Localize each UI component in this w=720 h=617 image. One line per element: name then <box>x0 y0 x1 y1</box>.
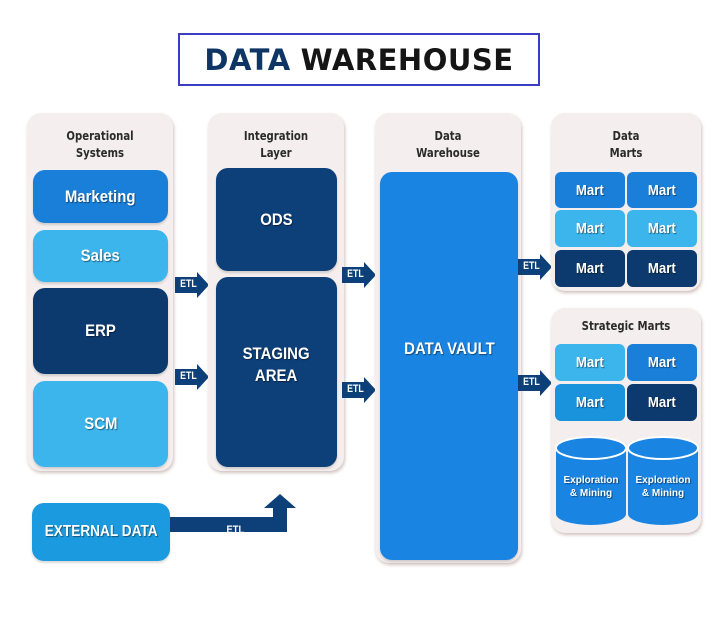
heading-line: Systems <box>75 145 125 160</box>
cylinder-label: Exploration & Mining <box>555 474 627 500</box>
ods-label: ODS <box>260 209 293 229</box>
elbow-arrow-shape <box>170 494 296 532</box>
mart-label: Mart <box>576 394 604 411</box>
strategic-mart[interactable]: Mart <box>627 344 697 381</box>
etl-arrow-3 <box>342 262 376 288</box>
mart-label: Mart <box>576 260 604 277</box>
source-label: Sales <box>80 246 121 265</box>
operational-systems-heading: Operational Systems <box>34 127 165 161</box>
etl-arrow-5 <box>518 254 552 280</box>
heading-line: Operational <box>66 128 134 143</box>
heading-line: Layer <box>260 145 292 160</box>
title-warehouse: WAREHOUSE <box>300 42 514 77</box>
strategic-marts-panel: Strategic Marts Mart Mart Mart Mart Expl… <box>551 308 701 533</box>
etl-arrow-4 <box>342 377 376 403</box>
mart-label: Mart <box>648 354 676 371</box>
source-label: ERP <box>85 321 116 340</box>
data-mart[interactable]: Mart <box>627 172 697 208</box>
cylinder-label: Exploration & Mining <box>627 474 699 500</box>
arrow-icon <box>518 370 552 396</box>
data-marts-heading: Data Marts <box>559 127 694 161</box>
mart-label: Mart <box>648 181 676 199</box>
arrow-icon <box>342 262 376 288</box>
heading-line: Data <box>434 128 462 143</box>
staging-area-block[interactable]: STAGING AREA <box>216 277 337 467</box>
mart-label: Mart <box>576 181 604 199</box>
heading-line: Integration <box>243 128 309 143</box>
staging-label-line: STAGING <box>242 344 311 363</box>
title-data: DATA <box>204 42 291 77</box>
ods-block[interactable]: ODS <box>216 168 337 271</box>
etl-arrow-1-label: ETL <box>180 278 197 290</box>
arrow-icon <box>175 272 209 298</box>
cylinder-label-line: & Mining <box>641 488 685 499</box>
heading-line: Data <box>612 128 640 143</box>
data-vault-label: DATA VAULT <box>403 339 495 358</box>
arrow-icon <box>518 254 552 280</box>
mart-label: Mart <box>648 394 676 411</box>
etl-arrow-6-label: ETL <box>523 376 540 388</box>
strategic-mart[interactable]: Mart <box>555 384 625 421</box>
database-cylinder-icon <box>555 436 627 525</box>
arrow-icon <box>342 377 376 403</box>
exploration-mining-cylinder[interactable]: Exploration & Mining <box>627 434 699 526</box>
source-scm[interactable]: SCM <box>33 381 168 467</box>
data-mart[interactable]: Mart <box>627 210 697 247</box>
strategic-marts-heading: Strategic Marts <box>581 318 671 333</box>
etl-arrow-4-label: ETL <box>347 383 364 395</box>
source-marketing[interactable]: Marketing <box>33 170 168 223</box>
source-sales[interactable]: Sales <box>33 230 168 282</box>
external-data-label: EXTERNAL DATA <box>44 523 158 540</box>
arrow-icon <box>175 364 209 390</box>
data-mart[interactable]: Mart <box>555 250 625 287</box>
data-warehouse-panel: Data Warehouse DATA VAULT <box>375 113 521 563</box>
cylinder-label-line: & Mining <box>569 488 613 499</box>
etl-arrow-5-label: ETL <box>523 260 540 272</box>
external-etl-arrow <box>170 494 296 532</box>
operational-systems-panel: Operational Systems Marketing Sales ERP … <box>27 113 173 471</box>
cylinder-label-line: Exploration <box>635 475 691 486</box>
mart-label: Mart <box>576 354 604 371</box>
etl-arrow-3-label: ETL <box>347 268 364 280</box>
etl-arrow-1 <box>175 272 209 298</box>
etl-arrow-2 <box>175 364 209 390</box>
strategic-mart[interactable]: Mart <box>555 344 625 381</box>
data-mart[interactable]: Mart <box>555 210 625 247</box>
cylinder-label-line: Exploration <box>563 475 619 486</box>
database-cylinder-icon <box>627 436 699 525</box>
etl-arrow-2-label: ETL <box>180 370 197 382</box>
etl-arrow-6 <box>518 370 552 396</box>
diagram-title: DATA WAREHOUSE <box>178 33 540 86</box>
strategic-mart[interactable]: Mart <box>627 384 697 421</box>
integration-layer-panel: Integration Layer ODS STAGING AREA <box>208 113 344 471</box>
data-warehouse-heading: Data Warehouse <box>382 127 513 161</box>
mart-label: Mart <box>576 220 604 237</box>
integration-layer-heading: Integration Layer <box>215 127 337 161</box>
mart-label: Mart <box>648 260 676 277</box>
data-vault-block[interactable]: DATA VAULT <box>380 172 518 560</box>
data-marts-panel: Data Marts Mart Mart Mart Mart Mart Mart <box>551 113 701 291</box>
mart-label: Mart <box>648 220 676 237</box>
data-mart[interactable]: Mart <box>555 172 625 208</box>
heading-line: Warehouse <box>416 145 480 160</box>
heading-line: Marts <box>609 145 643 160</box>
data-mart[interactable]: Mart <box>627 250 697 287</box>
external-etl-label: ETL <box>226 524 245 536</box>
external-data-block[interactable]: EXTERNAL DATA <box>32 503 170 561</box>
source-erp[interactable]: ERP <box>33 288 168 374</box>
exploration-mining-cylinder[interactable]: Exploration & Mining <box>555 434 627 526</box>
source-label: Marketing <box>65 186 136 206</box>
staging-label-line: AREA <box>255 366 298 385</box>
source-label: SCM <box>83 414 118 433</box>
